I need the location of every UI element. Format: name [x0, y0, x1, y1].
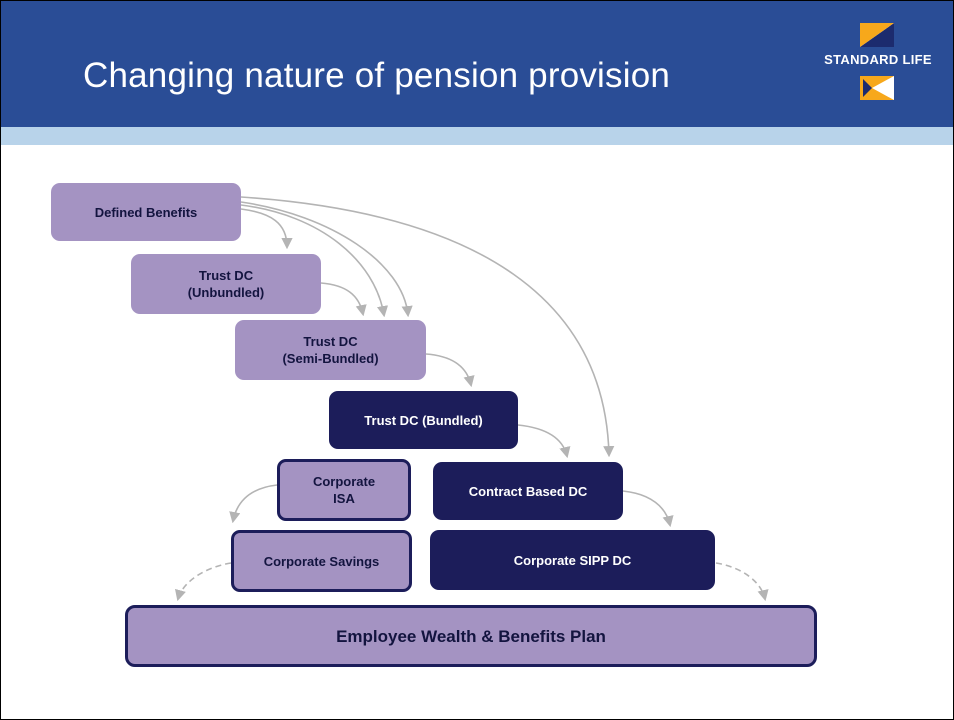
arrow-db-to-contract — [240, 196, 615, 458]
node-corporate-isa: Corporate ISA — [277, 459, 411, 521]
node-corporate-sipp-dc: Corporate SIPP DC — [430, 530, 715, 590]
arrow-bundled-to-contract — [517, 424, 571, 459]
arrow-db-to-unbundled — [240, 208, 293, 250]
node-corporate-savings: Corporate Savings — [231, 530, 412, 592]
arrow-savings-to-plan — [175, 562, 232, 602]
node-employee-wealth-benefits-plan: Employee Wealth & Benefits Plan — [125, 605, 817, 667]
logo-bottom-flag-icon — [860, 76, 894, 100]
arrow-db-to-bundled — [240, 201, 413, 318]
header-accent-strip — [1, 127, 953, 145]
arrow-sipp-to-plan — [715, 562, 769, 602]
logo-text: STANDARD LIFE — [824, 52, 932, 67]
arrow-semi-to-bundled — [425, 353, 475, 388]
node-trust-dc-unbundled: Trust DC (Unbundled) — [131, 254, 321, 314]
arrow-unbundled-to-semi — [320, 282, 367, 317]
standard-life-logo: STANDARD LIFE — [807, 23, 947, 105]
slide-title: Changing nature of pension provision — [83, 56, 671, 95]
logo-top-flag-icon — [860, 23, 894, 47]
arrow-db-to-semi-bundled — [240, 204, 389, 318]
node-trust-dc-semi-bundled: Trust DC (Semi-Bundled) — [235, 320, 426, 380]
arrow-contract-to-sipp — [622, 490, 674, 528]
arrow-isa-to-savings — [229, 484, 278, 524]
slide-header: Changing nature of pension provision STA… — [1, 1, 953, 127]
node-trust-dc-bundled: Trust DC (Bundled) — [329, 391, 518, 449]
node-defined-benefits: Defined Benefits — [51, 183, 241, 241]
node-contract-based-dc: Contract Based DC — [433, 462, 623, 520]
